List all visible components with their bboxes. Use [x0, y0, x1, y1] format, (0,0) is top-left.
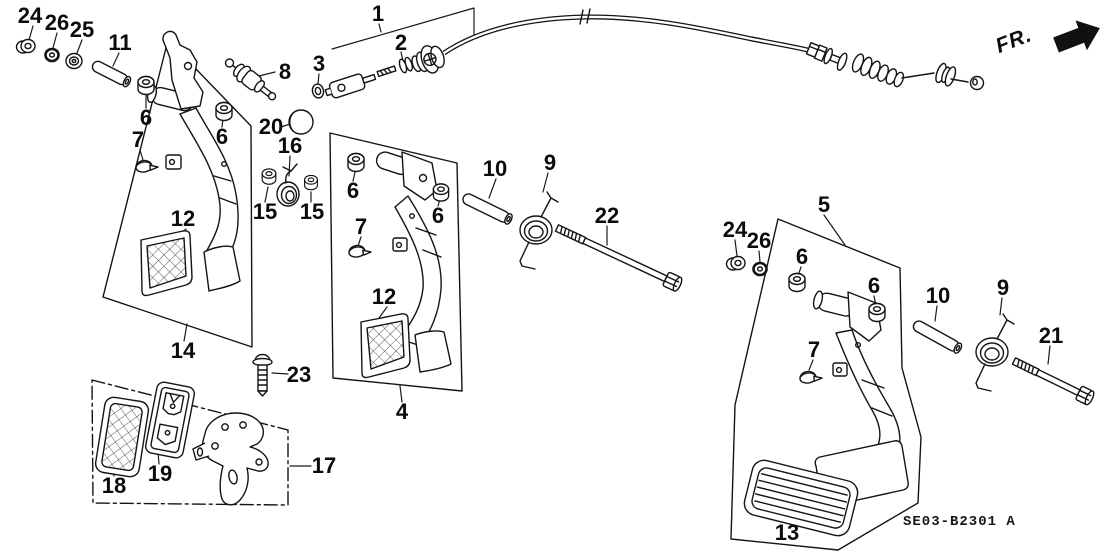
callout-grommet-2: 2 — [394, 30, 408, 55]
collar-25 — [65, 52, 83, 70]
callout-bushing-6-lb: 6 — [215, 124, 229, 149]
callout-pin-10-right: 10 — [925, 283, 951, 308]
cable-adjuster-nuts — [805, 41, 848, 71]
pedal-stop-plate — [203, 245, 241, 292]
footrest-bracket-19 — [144, 381, 196, 459]
pedal-pin-10-right — [912, 320, 963, 354]
fasteners-top-left — [15, 38, 132, 88]
long-bolt-21 — [1011, 357, 1095, 406]
callout-pin-11: 11 — [108, 30, 132, 55]
footrest-pad-18 — [94, 396, 150, 478]
callout-nut-24-left: 24 — [17, 3, 43, 28]
callout-assembly-14: 14 — [170, 338, 196, 363]
washer-26-right — [752, 261, 768, 277]
spring-collar-15b — [304, 174, 318, 191]
callout-assembly-17: 17 — [311, 453, 337, 478]
cable-threaded-rod — [376, 65, 397, 78]
pivot-boss — [812, 290, 856, 317]
callout-pad-12-center: 12 — [371, 284, 397, 309]
callout-ring-3: 3 — [312, 51, 326, 76]
hole-cap-20 — [288, 109, 314, 135]
callout-collar-15-b: 15 — [299, 199, 325, 224]
assist-spring-16 — [276, 163, 300, 207]
callout-assembly-4: 4 — [395, 399, 409, 424]
cable-end-fitting — [935, 62, 957, 87]
pivot-pin-11 — [91, 60, 132, 88]
footrest-bracket-assembly-17 — [192, 412, 269, 506]
pedal-pin-10-center — [462, 193, 513, 225]
pedal-stop-plate — [414, 330, 452, 373]
bolt-23 — [252, 353, 273, 397]
clutch-cable — [324, 8, 985, 99]
callout-bushing-6-rb: 6 — [867, 273, 881, 298]
nut-24-right — [725, 255, 746, 271]
accelerator-pad-13 — [743, 459, 859, 537]
callout-collar-25: 25 — [69, 17, 95, 42]
callout-cap-20: 20 — [258, 114, 284, 139]
brake-pedal-assembly-4 — [347, 151, 452, 379]
pedal-bracket — [162, 30, 204, 110]
callout-washer-26-right: 26 — [746, 228, 772, 253]
cable-grommet — [398, 56, 413, 74]
cable-clevis-end — [324, 73, 377, 99]
callout-bolt-21: 21 — [1038, 323, 1064, 348]
callout-assembly-5: 5 — [817, 192, 831, 217]
fr-direction-arrow — [1053, 20, 1100, 53]
callout-pin-10-center: 10 — [482, 156, 508, 181]
long-bolt-22 — [554, 224, 683, 292]
callout-pad-13: 13 — [774, 520, 800, 545]
cable-boot-spring — [851, 53, 905, 88]
clutch-switch-8 — [224, 58, 277, 101]
pedal-arm — [394, 195, 442, 347]
pedal-assembly-5 — [743, 272, 909, 537]
callout-switch-8: 8 — [278, 59, 292, 84]
callout-pad-18: 18 — [101, 473, 127, 498]
callout-stopper-7-c: 7 — [354, 214, 368, 239]
callout-bushing-6-la: 6 — [139, 105, 153, 130]
callout-stopper-7-r: 7 — [807, 337, 821, 362]
callout-spring-16: 16 — [277, 133, 303, 158]
return-spring-9-right — [975, 313, 1015, 392]
callout-bracket-19: 19 — [147, 461, 173, 486]
callout-nut-24-right: 24 — [722, 217, 748, 242]
return-spring-9-center — [519, 191, 559, 270]
callout-bolt-23: 23 — [286, 362, 312, 387]
cable-ring-3 — [311, 83, 325, 99]
cable-damper — [411, 45, 445, 74]
callout-bushing-6-ca: 6 — [346, 178, 360, 203]
callout-bushing-6-ra: 6 — [795, 244, 809, 269]
callout-stopper-7-l: 7 — [131, 127, 145, 152]
callout-spring-9-center: 9 — [543, 150, 557, 175]
callout-bushing-6-cb: 6 — [431, 203, 445, 228]
callout-washer-26-left: 26 — [44, 10, 70, 35]
spring-collar-15a — [261, 168, 277, 185]
callout-collar-15-a: 15 — [252, 199, 278, 224]
callout-pad-12-left: 12 — [170, 206, 196, 231]
diagram-part-code: SE03-B2301 A — [903, 514, 1016, 530]
assembly-boundaries — [91, 39, 922, 551]
callout-spring-9-right: 9 — [996, 275, 1010, 300]
footrest-group — [94, 381, 269, 506]
callout-bolt-22: 22 — [594, 203, 620, 228]
clutch-pedal-assembly-14 — [134, 30, 241, 297]
callout-cable-1: 1 — [371, 1, 385, 26]
